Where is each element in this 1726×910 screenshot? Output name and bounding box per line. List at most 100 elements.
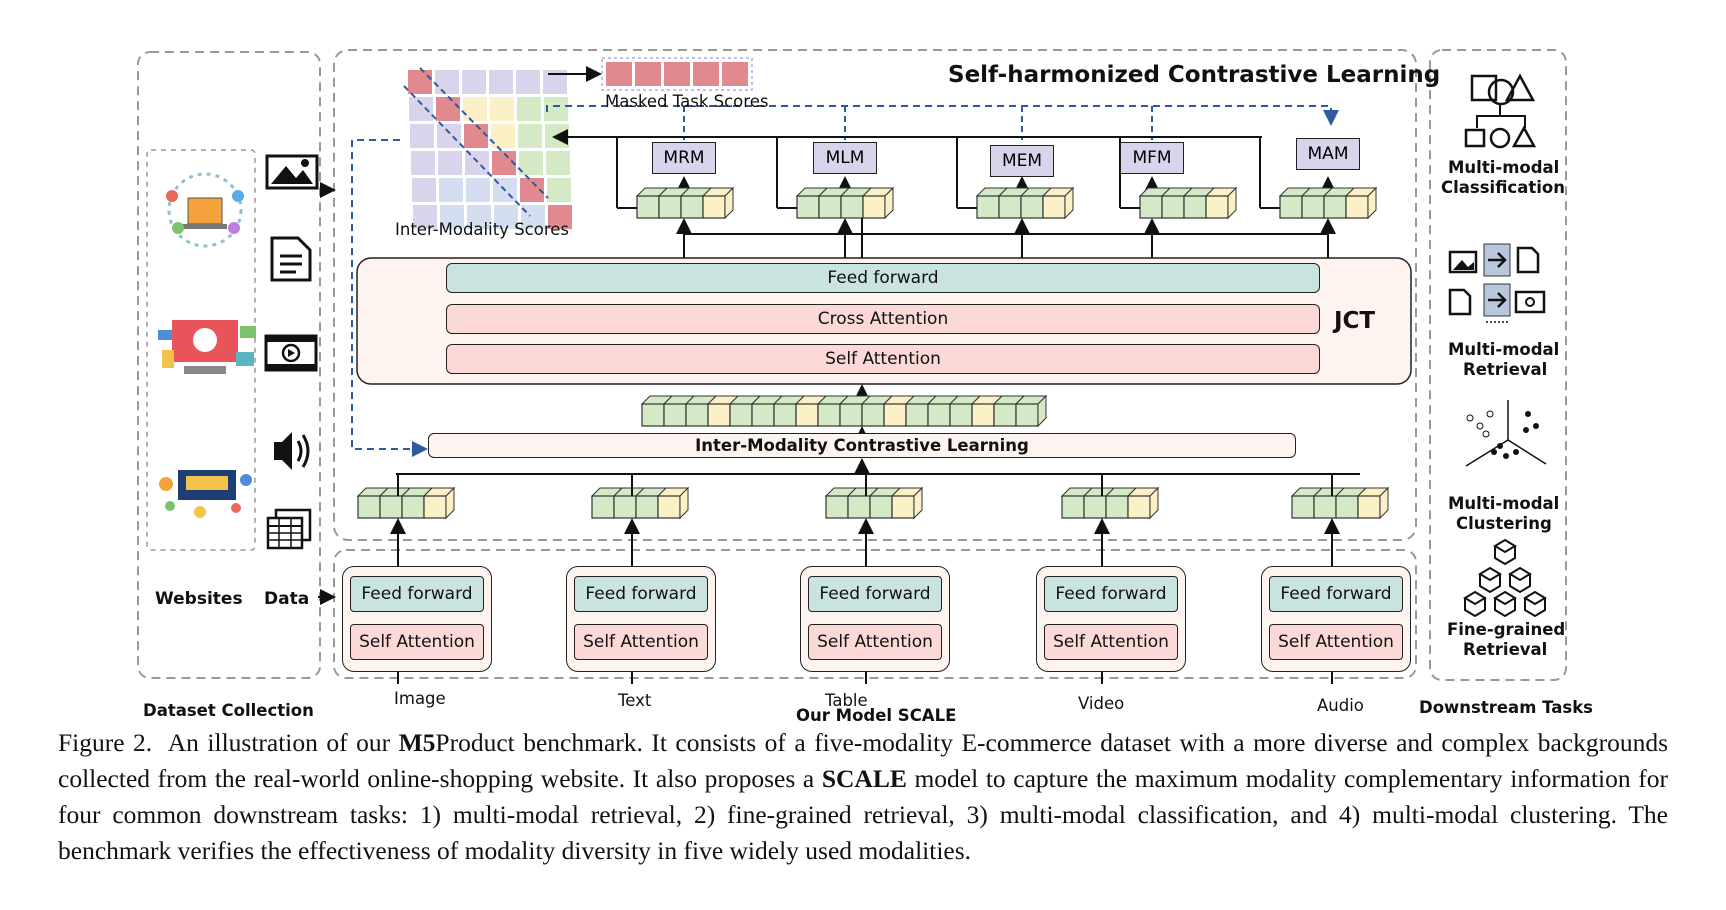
score-cell bbox=[518, 124, 542, 148]
caption-text-1: An illustration of our bbox=[167, 728, 391, 757]
caption-text-3: model to capture the maximum modality co… bbox=[58, 764, 1668, 865]
caption-paragraph: Figure 2. An illustration of our M5Produ… bbox=[58, 725, 1668, 869]
modality-token-cell bbox=[1291, 495, 1315, 519]
score-cell bbox=[547, 178, 571, 202]
task-token-cell bbox=[1323, 195, 1347, 219]
task-mfm: MFM bbox=[1120, 142, 1184, 174]
downstream-task-2-line1: Multi-modal bbox=[1448, 340, 1560, 359]
modality-label-text: Text bbox=[618, 691, 652, 710]
caption-bold-1: M5 bbox=[398, 728, 436, 757]
encoder-self-attention: Self Attention bbox=[1044, 624, 1178, 660]
modality-token-cell bbox=[591, 495, 615, 519]
modality-token-cell bbox=[401, 495, 425, 519]
modality-token-cell bbox=[613, 495, 637, 519]
fused-token-cell bbox=[1015, 403, 1039, 427]
modality-token-cell bbox=[1105, 495, 1129, 519]
task-token-side bbox=[1367, 186, 1377, 220]
modality-token-cell bbox=[825, 495, 849, 519]
downstream-task-3-line1: Multi-modal bbox=[1448, 494, 1560, 513]
score-cell bbox=[521, 205, 545, 229]
task-token-cell bbox=[1042, 195, 1066, 219]
score-cell bbox=[439, 178, 463, 202]
ecommerce-illustration-3 bbox=[159, 470, 252, 518]
encoder-self-attention: Self Attention bbox=[808, 624, 942, 660]
score-cell bbox=[492, 151, 516, 175]
score-cell bbox=[546, 151, 570, 175]
task-token-cell bbox=[818, 195, 842, 219]
modality-token-cell bbox=[1127, 495, 1151, 519]
encoder-region bbox=[333, 549, 1417, 679]
task-token-cell bbox=[976, 195, 1000, 219]
websites-label: Websites bbox=[155, 589, 243, 609]
fused-token-cell bbox=[927, 403, 951, 427]
masked-score-cell bbox=[664, 62, 690, 86]
score-cell bbox=[413, 205, 437, 229]
score-cell bbox=[440, 205, 464, 229]
modality-token-side bbox=[1149, 486, 1159, 520]
masked-score-cell bbox=[635, 62, 661, 86]
fused-token-cell bbox=[883, 403, 907, 427]
score-cell bbox=[410, 124, 434, 148]
jct-label: JCT bbox=[1334, 308, 1376, 334]
retrieval-icon bbox=[1448, 243, 1546, 323]
caption-text-2: Product benchmark. It consists of a five… bbox=[58, 728, 1668, 793]
jct-self-attention: Self Attention bbox=[446, 344, 1320, 374]
fused-token-cell bbox=[707, 403, 731, 427]
downstream-title: Downstream Tasks bbox=[1419, 698, 1594, 717]
task-token-cell bbox=[796, 195, 820, 219]
speaker-icon bbox=[274, 432, 310, 470]
score-cell bbox=[408, 70, 432, 94]
modality-token-cell bbox=[847, 495, 871, 519]
fused-token-cell bbox=[795, 403, 819, 427]
modality-token-cell bbox=[1357, 495, 1381, 519]
task-token-cell bbox=[1020, 195, 1044, 219]
modality-token-side bbox=[679, 486, 689, 520]
downstream-task-4-line1: Fine-grained bbox=[1447, 620, 1566, 639]
image-icon bbox=[265, 154, 319, 190]
fused-token-cell bbox=[993, 403, 1017, 427]
encoder-self-attention: Self Attention bbox=[574, 624, 708, 660]
task-token-side bbox=[724, 186, 734, 220]
scale-architecture-figure: Websites Data Dataset Collection Self-ha… bbox=[137, 49, 1594, 725]
modality-label-image: Image bbox=[394, 689, 446, 708]
imcl-bar: Inter-Modality Contrastive Learning bbox=[428, 433, 1296, 458]
modality-token-cell bbox=[635, 495, 659, 519]
caption-prefix: Figure 2. bbox=[58, 728, 153, 757]
model-title: Our Model SCALE bbox=[796, 706, 957, 725]
downstream-region bbox=[1429, 49, 1567, 681]
score-cell bbox=[519, 151, 543, 175]
modality-token-cell bbox=[357, 495, 381, 519]
modality-token-cell bbox=[657, 495, 681, 519]
fine-grained-icon bbox=[1463, 538, 1547, 618]
shcl-region bbox=[333, 49, 1417, 541]
task-token-cell bbox=[1205, 195, 1229, 219]
task-mam: MAM bbox=[1296, 138, 1360, 170]
task-token-cell bbox=[840, 195, 864, 219]
modality-token-cell bbox=[1335, 495, 1359, 519]
shcl-title: Self-harmonized Contrastive Learning bbox=[948, 62, 1441, 88]
downstream-task-2-line2: Retrieval bbox=[1463, 360, 1548, 379]
downstream-task-1-line2: Classification bbox=[1441, 178, 1565, 197]
jct-cross-attention: Cross Attention bbox=[446, 304, 1320, 334]
score-cell bbox=[466, 178, 490, 202]
task-token-cell bbox=[1301, 195, 1325, 219]
task-token-cell bbox=[1279, 195, 1303, 219]
fused-token-cell bbox=[773, 403, 797, 427]
score-cell bbox=[462, 70, 486, 94]
task-mem: MEM bbox=[990, 145, 1054, 177]
inter-modality-score-matrix bbox=[403, 67, 572, 229]
fused-token-side bbox=[1037, 394, 1047, 428]
fused-token-cell bbox=[641, 403, 665, 427]
score-cell bbox=[412, 178, 436, 202]
task-token-cell bbox=[636, 195, 660, 219]
ecommerce-illustration-1 bbox=[166, 172, 244, 248]
task-token-cell bbox=[1139, 195, 1163, 219]
fused-token-cell bbox=[861, 403, 885, 427]
encoder-feed-forward: Feed forward bbox=[574, 576, 708, 612]
classification-icon bbox=[1464, 73, 1537, 149]
fused-token-cell bbox=[751, 403, 775, 427]
ecommerce-illustration-2 bbox=[158, 320, 256, 374]
websites-subregion bbox=[146, 149, 256, 551]
task-token-cell bbox=[680, 195, 704, 219]
task-mlm: MLM bbox=[813, 142, 877, 174]
